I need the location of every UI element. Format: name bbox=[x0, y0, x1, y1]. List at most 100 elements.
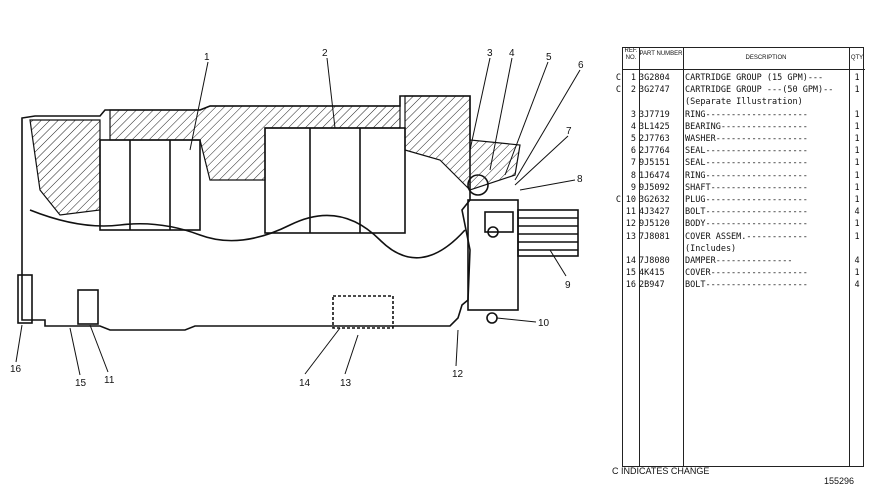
cell-description: BEARING----------------- bbox=[685, 121, 808, 132]
callout-4: 4 bbox=[509, 48, 515, 59]
callout-7: 7 bbox=[566, 126, 572, 137]
callout-11: 11 bbox=[104, 375, 115, 386]
cell-description: (Separate Illustration) bbox=[685, 97, 803, 108]
callout-9: 9 bbox=[565, 280, 571, 291]
cell-description: DAMPER--------------- bbox=[685, 256, 793, 266]
cell-description: SHAFT------------------- bbox=[685, 182, 808, 193]
cell-ref-no: 6 bbox=[630, 146, 636, 157]
cell-part-number: 4J3427 bbox=[639, 207, 670, 218]
callout-3: 3 bbox=[487, 48, 493, 59]
cell-description: RING-------------------- bbox=[685, 109, 808, 120]
cell-ref-no: 5 bbox=[630, 134, 636, 144]
cell-ref-no: 7 bbox=[630, 158, 636, 169]
cell-change-mark: C bbox=[615, 73, 621, 83]
cell-ref-no: 14 bbox=[625, 256, 636, 266]
cell-quantity: 1 bbox=[854, 134, 860, 144]
cell-quantity: 1 bbox=[854, 146, 860, 157]
cell-quantity: 1 bbox=[854, 268, 860, 279]
cell-quantity: 1 bbox=[854, 109, 860, 120]
cell-part-number: 3J7719 bbox=[639, 109, 670, 120]
cell-part-number: 9J5151 bbox=[639, 158, 670, 169]
callout-12: 12 bbox=[452, 369, 464, 380]
callout-13: 13 bbox=[340, 378, 352, 389]
cell-description: BODY-------------------- bbox=[685, 219, 808, 230]
cell-quantity: 1 bbox=[854, 73, 860, 83]
cell-description: CARTRIDGE GROUP (15 GPM)--- bbox=[685, 73, 824, 83]
cell-ref-no: 13 bbox=[625, 231, 636, 242]
cell-quantity: 1 bbox=[854, 231, 860, 242]
cell-part-number: 3L1425 bbox=[639, 121, 670, 132]
cell-part-number: 3G2632 bbox=[639, 195, 670, 205]
cell-quantity: 1 bbox=[854, 85, 860, 96]
cell-part-number: 3G2804 bbox=[639, 73, 670, 83]
cell-description: BOLT-------------------- bbox=[685, 280, 808, 291]
cell-ref-no: 10 bbox=[625, 195, 636, 205]
cell-description: PLUG-------------------- bbox=[685, 195, 808, 205]
table-row: (Separate Illustration) bbox=[623, 96, 865, 108]
cell-part-number: 2B947 bbox=[639, 280, 665, 291]
cell-quantity: 1 bbox=[854, 219, 860, 230]
cell-ref-no: 4 bbox=[630, 121, 636, 132]
cell-part-number: 7J8081 bbox=[639, 231, 670, 242]
cell-quantity: 4 bbox=[854, 280, 860, 291]
cell-description: SEAL-------------------- bbox=[685, 158, 808, 169]
cell-part-number: 1J6474 bbox=[639, 170, 670, 181]
cell-quantity: 1 bbox=[854, 121, 860, 132]
cell-part-number: 4K415 bbox=[639, 268, 665, 279]
callout-1: 1 bbox=[204, 52, 210, 63]
drawing-id: 155296 bbox=[824, 476, 855, 486]
cell-description: RING-------------------- bbox=[685, 170, 808, 181]
change-indicator-note: C INDICATES CHANGE bbox=[612, 466, 710, 476]
cell-quantity: 1 bbox=[854, 170, 860, 181]
header-part-number: PART NUMBER bbox=[639, 48, 683, 70]
cell-part-number: 3G2747 bbox=[639, 85, 670, 96]
cell-ref-no: 2 bbox=[630, 85, 636, 96]
cell-ref-no: 11 bbox=[625, 207, 636, 218]
cell-part-number: 9J5092 bbox=[639, 182, 670, 193]
cell-description: (Includes) bbox=[685, 243, 737, 254]
cell-ref-no: 8 bbox=[630, 170, 636, 181]
cell-description: WASHER------------------ bbox=[685, 134, 808, 144]
cell-quantity: 1 bbox=[854, 195, 860, 205]
callout-10: 10 bbox=[538, 318, 550, 329]
table-row: (Includes) bbox=[623, 243, 865, 255]
cell-ref-no: 3 bbox=[630, 109, 636, 120]
cell-description: COVER------------------- bbox=[685, 268, 808, 279]
callout-15: 15 bbox=[75, 378, 87, 389]
callout-2: 2 bbox=[322, 48, 328, 59]
cell-ref-no: 16 bbox=[625, 280, 636, 291]
cell-quantity: 4 bbox=[854, 256, 860, 266]
callout-16: 16 bbox=[10, 364, 22, 375]
cell-part-number: 2J7764 bbox=[639, 146, 670, 157]
cell-part-number: 2J7763 bbox=[639, 134, 670, 144]
cell-description: BOLT-------------------- bbox=[685, 207, 808, 218]
cell-change-mark: C bbox=[615, 85, 621, 96]
header-qty: QTY bbox=[849, 48, 865, 70]
cell-quantity: 4 bbox=[854, 207, 860, 218]
cell-part-number: 9J5120 bbox=[639, 219, 670, 230]
cell-description: SEAL-------------------- bbox=[685, 146, 808, 157]
callout-5: 5 bbox=[546, 52, 552, 63]
header-description: DESCRIPTION bbox=[683, 48, 849, 70]
cell-quantity: 1 bbox=[854, 182, 860, 193]
cell-ref-no: 1 bbox=[630, 73, 636, 83]
header-ref-no: REF. NO. bbox=[623, 48, 639, 70]
callout-14: 14 bbox=[299, 378, 311, 389]
cell-change-mark: C bbox=[615, 195, 621, 205]
